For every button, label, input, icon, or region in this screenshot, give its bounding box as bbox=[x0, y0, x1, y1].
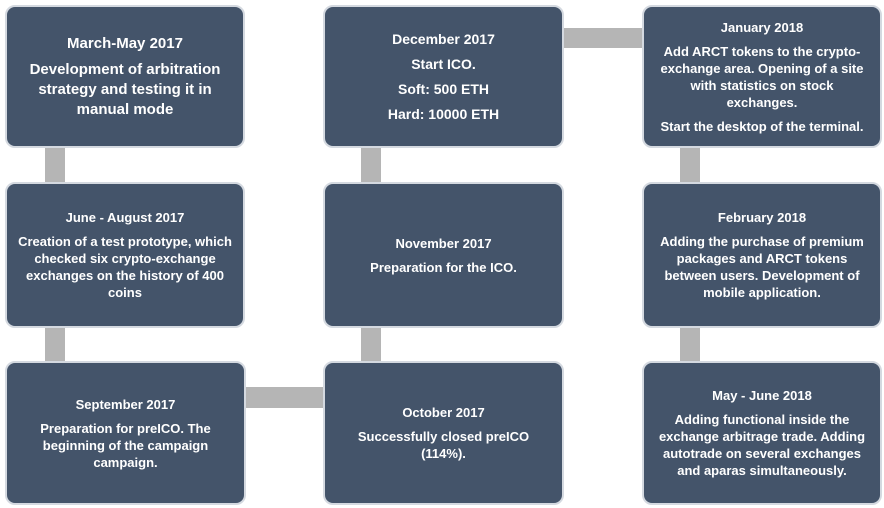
connector-m6-m7 bbox=[564, 28, 642, 48]
milestone-march-may-2017: March-May 2017 Development of arbitratio… bbox=[5, 5, 245, 148]
milestone-text: Creation of a test prototype, which chec… bbox=[18, 234, 232, 300]
milestone-text: Preparation for preICO. The beginning of… bbox=[40, 420, 211, 470]
milestone-line-soft-cap: Soft: 500 ETH bbox=[397, 80, 489, 97]
milestone-text-secondary: Start the desktop of the terminal. bbox=[660, 118, 864, 134]
connector-m5-m6 bbox=[361, 148, 381, 182]
milestone-title: January 2018 bbox=[720, 19, 804, 35]
milestone-january-2018: January 2018 Add ARCT tokens to the cryp… bbox=[642, 5, 882, 148]
milestone-text: Successfully closed preICO (114%). bbox=[357, 429, 530, 461]
milestone-february-2018: February 2018 Adding the purchase of pre… bbox=[642, 182, 882, 328]
connector-m3-m4 bbox=[246, 387, 323, 408]
milestone-may-june-2018: May - June 2018 Adding functional inside… bbox=[642, 361, 882, 505]
milestone-text: Add ARCT tokens to the crypto-exchange a… bbox=[660, 43, 864, 110]
milestone-text: Adding functional inside the exchange ar… bbox=[658, 412, 866, 478]
milestone-text: Development of arbitration strategy and … bbox=[29, 60, 221, 118]
milestone-title: March-May 2017 bbox=[67, 34, 183, 52]
milestone-june-august-2017: June - August 2017 Creation of a test pr… bbox=[5, 182, 245, 328]
milestone-line-start-ico: Start ICO. bbox=[411, 55, 476, 72]
connector-m8-m9 bbox=[680, 328, 700, 361]
milestone-october-2017: October 2017 Successfully closed preICO … bbox=[323, 361, 564, 505]
milestone-september-2017: September 2017 Preparation for preICO. T… bbox=[5, 361, 246, 505]
milestone-november-2017: November 2017 Preparation for the ICO. bbox=[323, 182, 564, 328]
milestone-title: May - June 2018 bbox=[712, 388, 812, 403]
connector-m4-m5 bbox=[361, 328, 381, 361]
milestone-title: June - August 2017 bbox=[65, 210, 185, 225]
connector-m2-m3 bbox=[45, 328, 65, 361]
milestone-title: December 2017 bbox=[392, 30, 495, 47]
milestone-title: September 2017 bbox=[75, 396, 176, 412]
milestone-text: Preparation for the ICO. bbox=[370, 259, 517, 275]
milestone-title: February 2018 bbox=[717, 210, 807, 225]
milestone-december-2017: December 2017 Start ICO. Soft: 500 ETH H… bbox=[323, 5, 564, 148]
milestone-title: November 2017 bbox=[395, 235, 492, 251]
milestone-line-hard-cap: Hard: 10000 ETH bbox=[387, 105, 500, 122]
connector-m7-m8 bbox=[680, 148, 700, 182]
milestone-title: October 2017 bbox=[402, 405, 485, 420]
connector-m1-m2 bbox=[45, 148, 65, 182]
milestone-text: Adding the purchase of premium packages … bbox=[660, 234, 864, 300]
